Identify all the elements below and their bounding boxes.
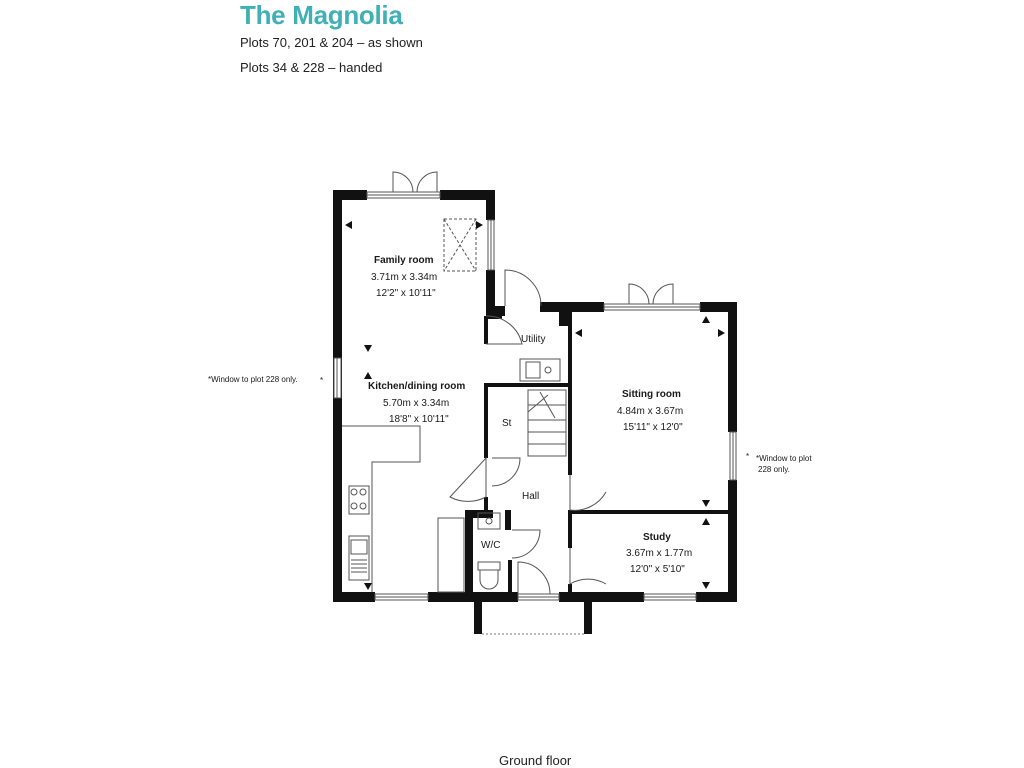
window-note-right-star: *	[746, 452, 749, 461]
utility-label: Utility	[521, 334, 545, 345]
plots-handed: Plots 34 & 228 – handed	[240, 60, 383, 75]
study-metric: 3.67m x 1.77m	[626, 548, 692, 559]
hall-label: Hall	[522, 491, 539, 502]
family-room-imperial: 12'2" x 10'11"	[376, 288, 436, 299]
window-note-right-line2: 228 only.	[758, 465, 790, 474]
window-note-right-line1: *Window to plot	[756, 454, 812, 463]
sitting-room-label: Sitting room	[622, 389, 681, 400]
kitchen-dining-metric: 5.70m x 3.34m	[383, 398, 449, 409]
page-title: The Magnolia	[240, 0, 403, 30]
store-label: St	[502, 418, 512, 429]
kitchen-dining-label: Kitchen/dining room	[368, 381, 465, 392]
floor-caption: Ground floor	[499, 753, 572, 768]
study-label: Study	[643, 532, 671, 543]
kitchen-dining-imperial: 18'8" x 10'11"	[389, 414, 449, 425]
plots-as-shown: Plots 70, 201 & 204 – as shown	[240, 35, 423, 50]
kitchen-units	[342, 218, 477, 593]
wc-fittings	[477, 512, 501, 590]
door-swings	[392, 171, 674, 595]
window-note-left-star: *	[320, 376, 323, 385]
internal-walls	[484, 312, 730, 592]
utility-sink	[519, 358, 561, 382]
staircase	[527, 389, 567, 457]
dimension-arrows	[345, 221, 725, 590]
wc-label: W/C	[481, 540, 500, 551]
sitting-room-imperial: 15'11" x 12'0"	[623, 422, 683, 433]
windows	[333, 191, 737, 601]
study-imperial: 12'0" x 5'10"	[630, 564, 685, 575]
sitting-room-metric: 4.84m x 3.67m	[617, 406, 683, 417]
family-room-metric: 3.71m x 3.34m	[371, 272, 437, 283]
family-room-label: Family room	[374, 255, 434, 266]
window-note-left: *Window to plot 228 only.	[208, 375, 298, 384]
